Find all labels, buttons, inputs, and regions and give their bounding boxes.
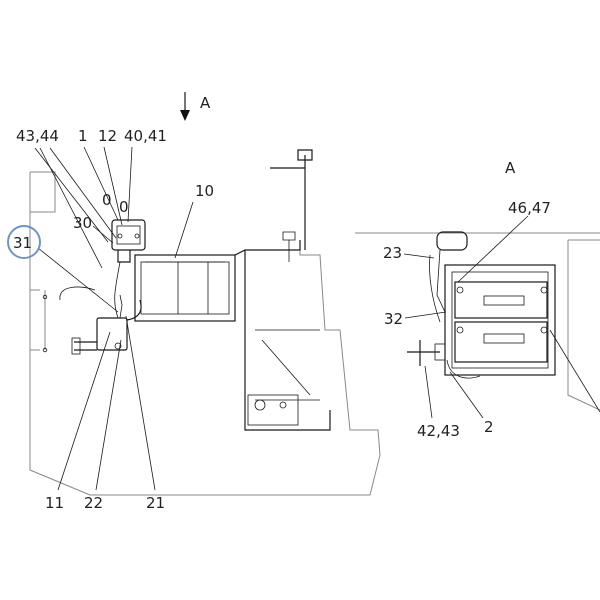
marker-zero-1: 0: [102, 191, 112, 209]
callout-22: 22: [84, 494, 103, 512]
callout-10: 10: [195, 182, 214, 200]
callout-11: 11: [45, 494, 64, 512]
view-marker-label: A: [200, 94, 211, 112]
callout-31: 31: [13, 234, 32, 252]
battery-housing: [134, 240, 331, 431]
callout-46-47: 46,47: [508, 199, 551, 217]
callout-12: 12: [98, 127, 117, 145]
mounting-rod: [270, 149, 313, 262]
callout-32: 32: [384, 310, 403, 328]
view-a-structure: [355, 231, 600, 411]
leader-lines-left: [34, 146, 194, 491]
callout-23: 23: [383, 244, 402, 262]
battery-isolator: [59, 286, 142, 355]
main-switch-assembly: 0 0: [102, 191, 146, 319]
machine-outline: [29, 171, 381, 496]
highlight-ring-31: [7, 225, 41, 259]
marker-zero-2: 0: [119, 198, 129, 216]
callout-2: 2: [484, 418, 494, 436]
callout-1: 1: [78, 127, 88, 145]
callout-42-43: 42,43: [417, 422, 460, 440]
leader-lines-right: [403, 215, 600, 419]
callout-40-41: 40,41: [124, 127, 167, 145]
callout-43-44: 43,44: [16, 127, 59, 145]
callout-21: 21: [146, 494, 165, 512]
callout-30: 30: [73, 214, 92, 232]
view-arrow: [180, 92, 190, 121]
view-a-label: A: [505, 159, 516, 177]
